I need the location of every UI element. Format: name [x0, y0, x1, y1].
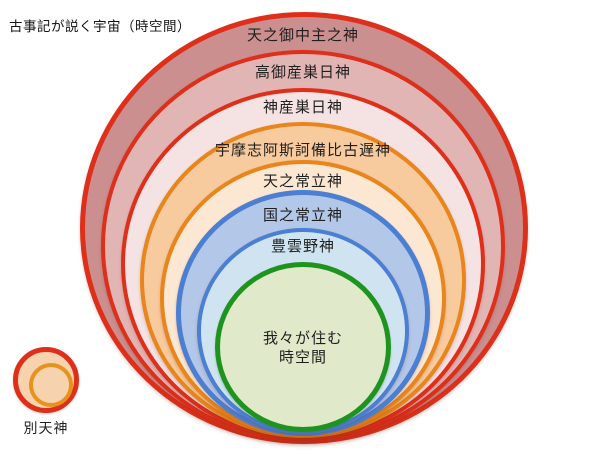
label-our-spacetime: 我々が住む 時空間 [263, 330, 343, 367]
circle-our-spacetime [215, 262, 391, 432]
label-kuninotokotachi: 国之常立神 [262, 208, 344, 224]
label-umashiashikabihikoji: 宇摩志阿斯訶備比古遅神 [214, 143, 392, 159]
label-amenominakanushi: 天之御中主之神 [246, 28, 360, 44]
legend-label: 別天神 [23, 422, 69, 437]
diagram-title: 古事記が説く宇宙（時空間） [9, 19, 191, 34]
label-our-spacetime-line2: 時空間 [278, 349, 328, 366]
label-toyokumono: 豊雲野神 [270, 239, 336, 255]
label-our-spacetime-line1: 我々が住む [262, 331, 344, 347]
label-kamimusubi: 神産巣日神 [262, 100, 344, 116]
label-amenotokotachi: 天之常立神 [262, 174, 344, 190]
legend-outer-circle [13, 347, 79, 413]
legend-inner-circle [29, 363, 73, 407]
label-takamimusubi: 高御産巣日神 [254, 65, 352, 81]
